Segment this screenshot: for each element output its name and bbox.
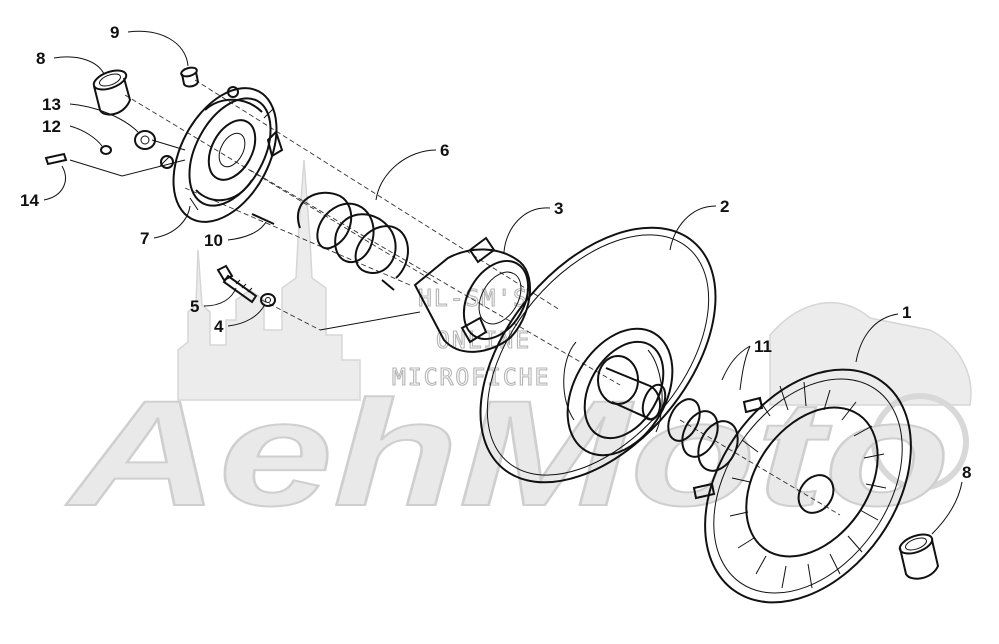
callout-8-right: 8 — [962, 463, 971, 482]
leader-lines — [43, 30, 963, 535]
callout-3: 3 — [554, 199, 563, 218]
part-pin — [44, 152, 68, 166]
part-nut — [134, 130, 156, 150]
part-shims — [667, 398, 739, 472]
watermark-line-3: MICROFICHE — [392, 365, 550, 391]
part-washer — [100, 145, 112, 155]
callout-5: 5 — [190, 297, 199, 316]
watermark-line-1: HL-SM'S — [418, 286, 529, 312]
callout-12: 12 — [42, 117, 61, 136]
watermark-skyline — [177, 159, 972, 491]
callout-11: 11 — [754, 337, 772, 356]
callout-6: 6 — [440, 141, 449, 160]
part-cover-plate — [159, 86, 284, 223]
part-small-bushing — [180, 66, 200, 88]
part-movable-sheave — [479, 226, 717, 484]
callout-4: 4 — [214, 317, 224, 336]
callout-13: 13 — [42, 95, 61, 114]
part-spring — [297, 191, 409, 291]
callout-10: 10 — [204, 231, 223, 250]
part-cam — [413, 236, 532, 353]
part-bushing-left — [92, 69, 132, 116]
part-fixed-sheave — [692, 368, 912, 604]
watermark: AehMoto HL-SM'S ONLINE MICROFICHE — [64, 159, 972, 538]
callout-1: 1 — [902, 303, 911, 322]
part-bolt — [216, 264, 258, 304]
part-bushing-right — [898, 533, 940, 580]
callout-9: 9 — [110, 23, 119, 42]
callout-7: 7 — [140, 229, 149, 248]
part-roll-pin — [251, 213, 275, 225]
callout-8-left: 8 — [36, 49, 45, 68]
callout-labels: 1 2 3 4 5 6 7 8 8 9 10 11 12 13 14 — [20, 23, 971, 482]
part-lock-nut — [260, 293, 276, 307]
callout-14: 14 — [20, 191, 39, 210]
callout-2: 2 — [720, 197, 729, 216]
